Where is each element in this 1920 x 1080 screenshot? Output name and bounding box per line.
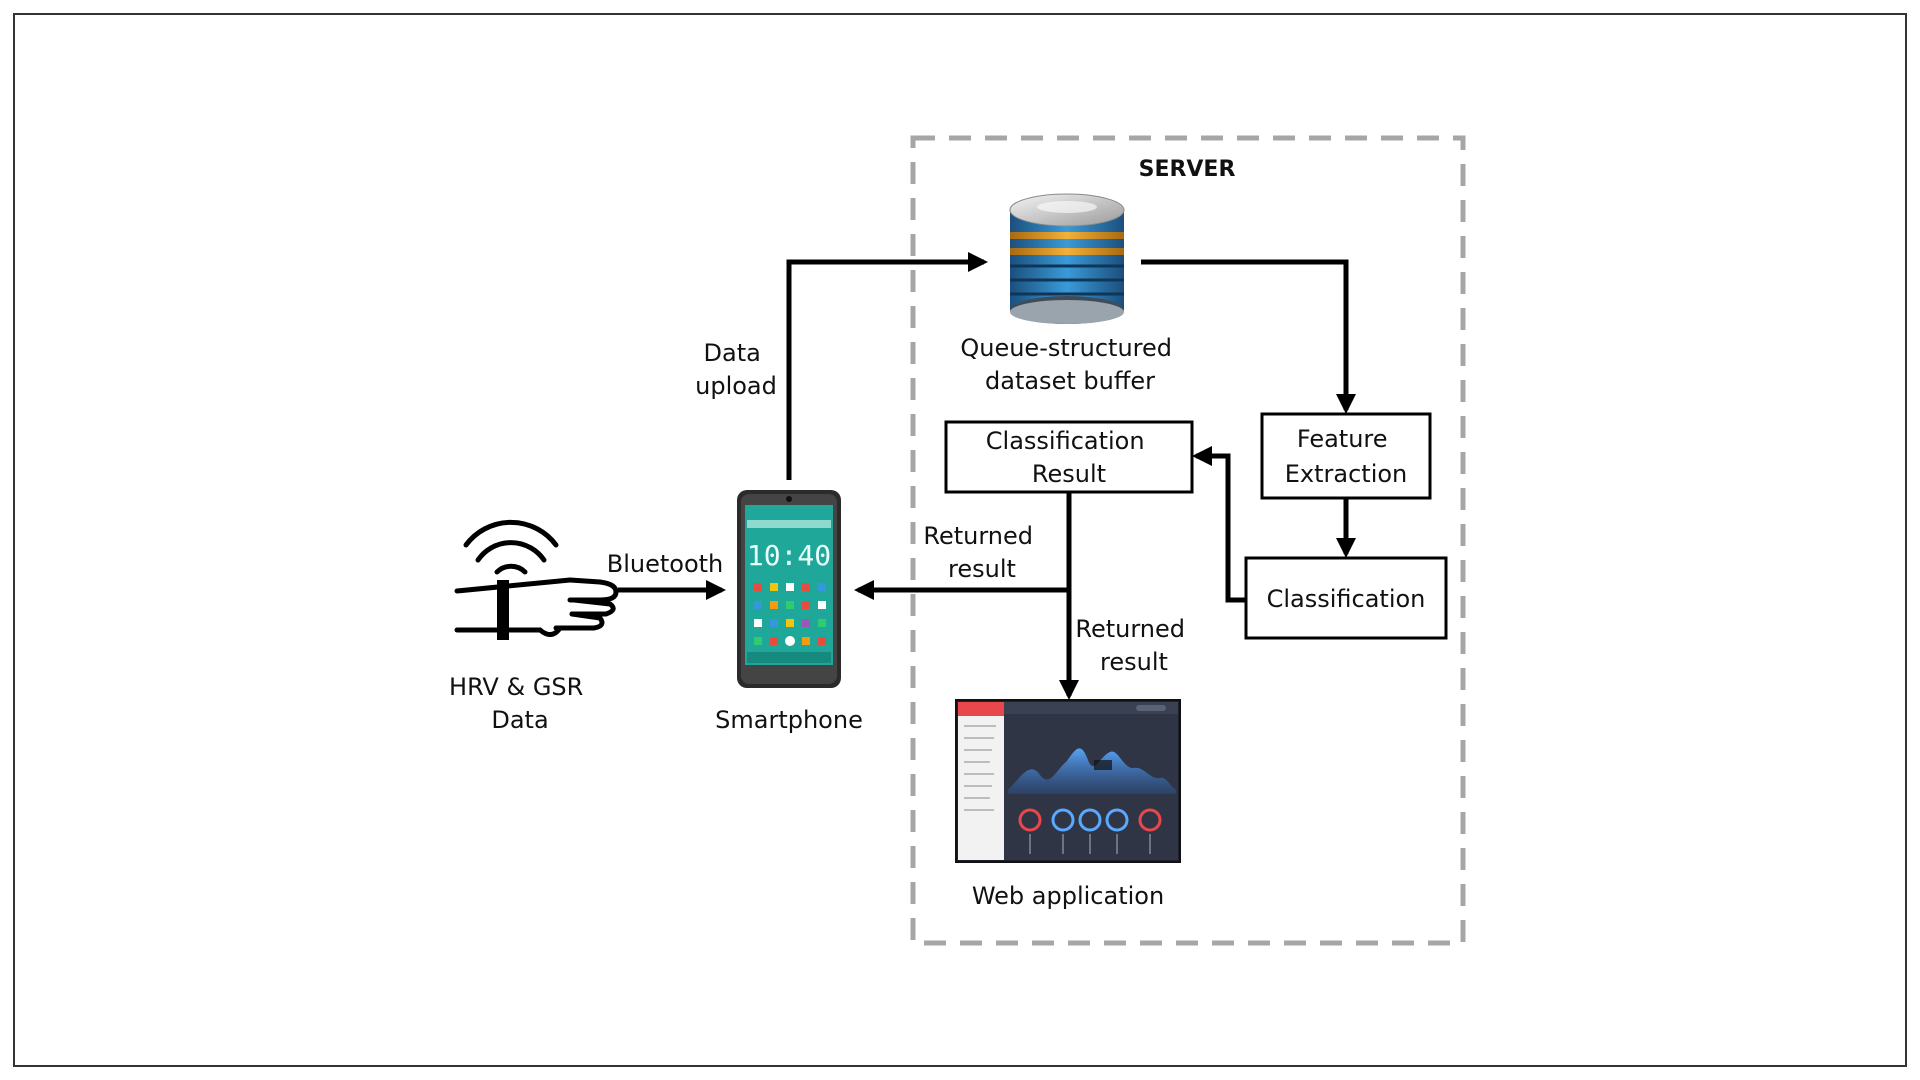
classification-box <box>1244 556 1448 640</box>
returned-result-phone-line2: result <box>948 555 1016 583</box>
buffer-to-feature-arrow <box>1141 259 1356 414</box>
smartphone-icon: 10:40 <box>737 490 841 688</box>
feature-extraction-line2: Extraction <box>1285 460 1408 488</box>
bluetooth-label: Bluetooth <box>607 550 724 578</box>
classification-result-line2: Result <box>1032 460 1106 488</box>
server-boundary <box>910 135 1466 946</box>
classification-result-box <box>944 420 1194 494</box>
returned-result-web-line2: result <box>1100 648 1168 676</box>
buffer-label-line1: Queue-structured <box>960 334 1172 362</box>
phone-app-grid <box>747 583 831 663</box>
buffer-label-line2: dataset buffer <box>985 367 1155 395</box>
data-upload-line1: Data <box>704 339 761 367</box>
data-upload-line2: upload <box>695 372 777 400</box>
web-application-icon <box>955 699 1181 863</box>
data-upload-label: Data upload <box>695 339 777 400</box>
sensor-label-line2: Data <box>491 706 548 734</box>
server-title: SERVER <box>1139 157 1236 182</box>
classification-result-label: Classification Result <box>986 427 1152 488</box>
data-upload-arrow <box>786 252 988 480</box>
database-icon <box>1009 193 1125 324</box>
webapp-label: Web application <box>972 882 1164 910</box>
returned-result-web-line1: Returned <box>1075 615 1185 643</box>
feature-extraction-label: Feature Extraction <box>1285 425 1408 488</box>
smartphone-label: Smartphone <box>715 706 863 734</box>
sensor-label: HRV & GSR Data <box>449 673 591 734</box>
wrist-sensor-icon <box>454 519 619 640</box>
sensor-label-line1: HRV & GSR <box>449 673 583 701</box>
returned-result-phone-line1: Returned <box>923 522 1033 550</box>
classification-label: Classification <box>1267 585 1426 613</box>
classification-to-result-arrow <box>1192 446 1246 603</box>
outer-frame <box>13 13 1907 1067</box>
buffer-label: Queue-structured dataset buffer <box>960 334 1179 395</box>
returned-result-web-label: Returned result <box>1075 615 1192 676</box>
phone-clock: 10:40 <box>747 539 831 572</box>
returned-result-phone-label: Returned result <box>923 522 1040 583</box>
feature-extraction-line1: Feature <box>1297 425 1388 453</box>
feature-extraction-box <box>1260 412 1432 500</box>
classification-result-line1: Classification <box>986 427 1145 455</box>
